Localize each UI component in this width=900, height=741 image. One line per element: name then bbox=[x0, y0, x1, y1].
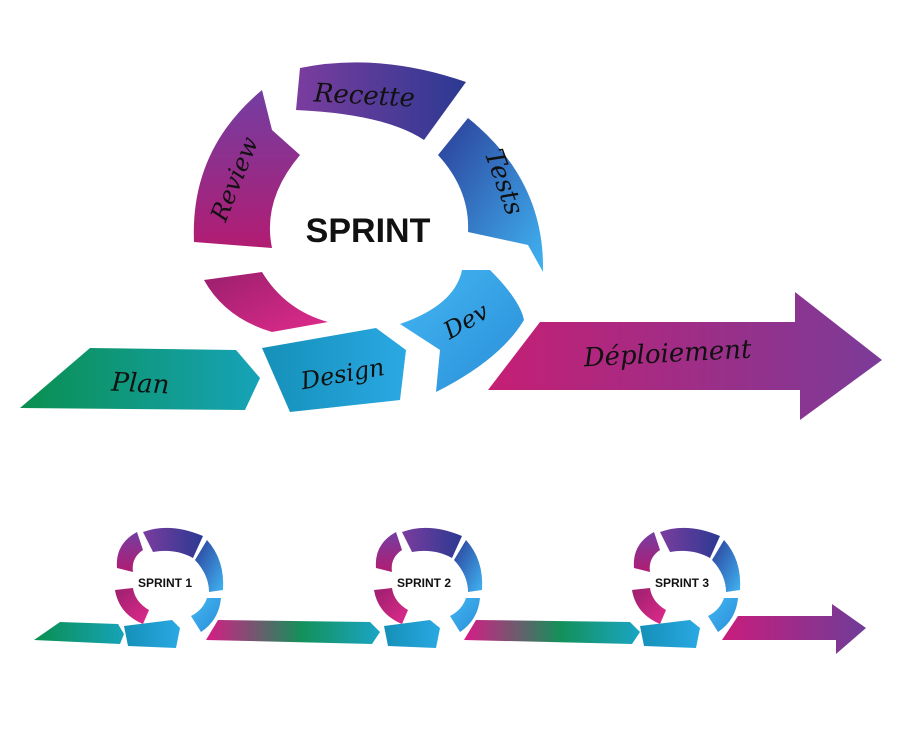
sprint-label-2: SPRINT 2 bbox=[397, 576, 451, 590]
sprint-label-3: SPRINT 3 bbox=[655, 576, 709, 590]
timeline-final-arrow bbox=[722, 604, 866, 654]
sprint-label-1: SPRINT 1 bbox=[138, 576, 192, 590]
timeline-connector-2 bbox=[464, 620, 640, 644]
segment-bottom bbox=[204, 272, 328, 332]
segment-plan bbox=[20, 348, 260, 410]
center-label: SPRINT bbox=[306, 212, 431, 250]
segment-recette bbox=[296, 62, 466, 140]
timeline-design-1 bbox=[124, 620, 180, 648]
label-recette: Recette bbox=[312, 78, 416, 113]
segment-review bbox=[193, 90, 300, 248]
segment-tests bbox=[438, 118, 544, 272]
main-cycle: SPRINT Recette Tests Review Dev Design P… bbox=[20, 62, 882, 420]
label-plan: Plan bbox=[110, 367, 171, 400]
timeline-design-3 bbox=[640, 620, 700, 648]
timeline-connector-1 bbox=[206, 620, 380, 644]
segment-dev bbox=[400, 270, 524, 392]
timeline-plan bbox=[34, 622, 124, 644]
segment-design bbox=[262, 328, 406, 412]
sprint-timeline: SPRINT 1 SPRINT 2 SPRINT 3 bbox=[34, 527, 866, 654]
timeline-design-2 bbox=[384, 620, 440, 648]
deploiement-arrow bbox=[488, 292, 882, 420]
